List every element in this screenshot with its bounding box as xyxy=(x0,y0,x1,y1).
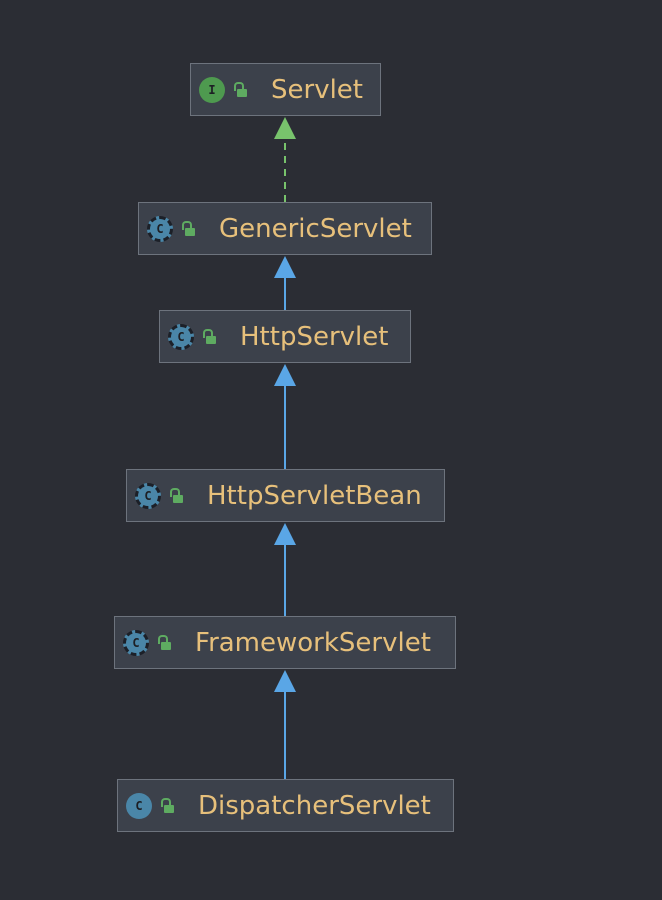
public-lock-icon xyxy=(233,81,249,99)
framework-servlet-node[interactable]: C FrameworkServlet xyxy=(114,616,456,669)
servlet-node[interactable]: I Servlet xyxy=(190,63,381,116)
public-lock-icon xyxy=(160,797,176,815)
node-label: GenericServlet xyxy=(219,213,412,244)
public-lock-icon xyxy=(157,634,173,652)
node-label: HttpServletBean xyxy=(207,480,422,511)
interface-icon: I xyxy=(199,76,225,103)
public-lock-icon xyxy=(169,487,185,505)
implements-arrowhead xyxy=(274,117,296,139)
http-servlet-node[interactable]: C HttpServlet xyxy=(159,310,411,363)
http-servlet-bean-node[interactable]: C HttpServletBean xyxy=(126,469,445,522)
abstract-class-icon: C xyxy=(168,323,194,350)
extends-arrowhead xyxy=(274,670,296,692)
class-icon: C xyxy=(126,792,152,819)
node-label: FrameworkServlet xyxy=(195,627,431,658)
extends-arrowhead xyxy=(274,364,296,386)
node-label: Servlet xyxy=(271,74,363,105)
extends-arrowhead xyxy=(274,523,296,545)
public-lock-icon xyxy=(202,328,218,346)
dispatcher-servlet-node[interactable]: C DispatcherServlet xyxy=(117,779,454,832)
node-label: DispatcherServlet xyxy=(198,790,431,821)
abstract-class-icon: C xyxy=(123,629,149,656)
extends-arrowhead xyxy=(274,256,296,278)
abstract-class-icon: C xyxy=(135,482,161,509)
generic-servlet-node[interactable]: C GenericServlet xyxy=(138,202,432,255)
node-label: HttpServlet xyxy=(240,321,389,352)
public-lock-icon xyxy=(181,220,197,238)
abstract-class-icon: C xyxy=(147,215,173,242)
